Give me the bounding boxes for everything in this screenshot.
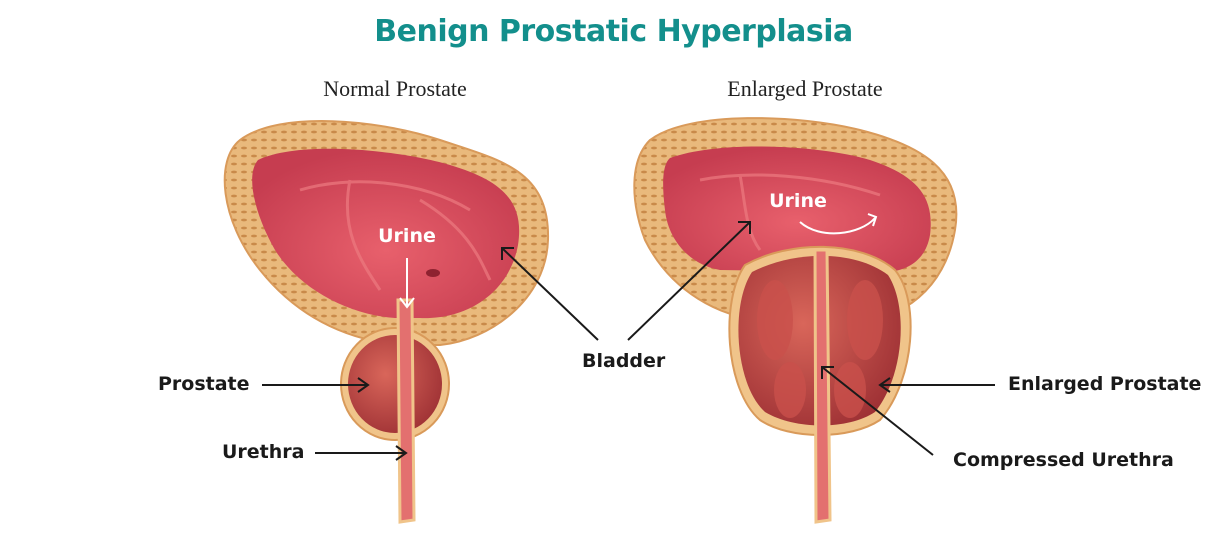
- urine-flow-arrow: [399, 258, 415, 309]
- urethra-arrow: [315, 445, 408, 461]
- compressed-urethra-label: Compressed Urethra: [953, 449, 1174, 471]
- normal-urethra: [396, 298, 416, 524]
- compressed-urethra-arrow: [821, 366, 934, 456]
- urethra-label: Urethra: [222, 441, 305, 463]
- normal-prostate: [340, 327, 450, 441]
- page-title: Benign Prostatic Hyperplasia: [374, 14, 853, 49]
- pointer-arrows: [262, 221, 995, 461]
- enlarged-prostate-arrow: [878, 377, 995, 393]
- normal-heading: Normal Prostate: [323, 76, 467, 101]
- normal-bladder: [223, 120, 550, 346]
- prostate-label: Prostate: [158, 373, 250, 395]
- enlarged-urethra: [813, 248, 832, 524]
- enlarged-heading: Enlarged Prostate: [727, 76, 883, 101]
- bladder-label: Bladder: [582, 350, 666, 372]
- bladder-arrow-right: [627, 221, 751, 341]
- urine-backflow-arrow: [799, 213, 878, 235]
- enlarged-urine-label: Urine: [769, 190, 827, 212]
- normal-urine-label: Urine: [378, 225, 436, 247]
- prostate-arrow: [262, 377, 370, 393]
- enlarged-prostate-label: Enlarged Prostate: [1008, 373, 1202, 395]
- bladder-arrow-left: [501, 247, 599, 341]
